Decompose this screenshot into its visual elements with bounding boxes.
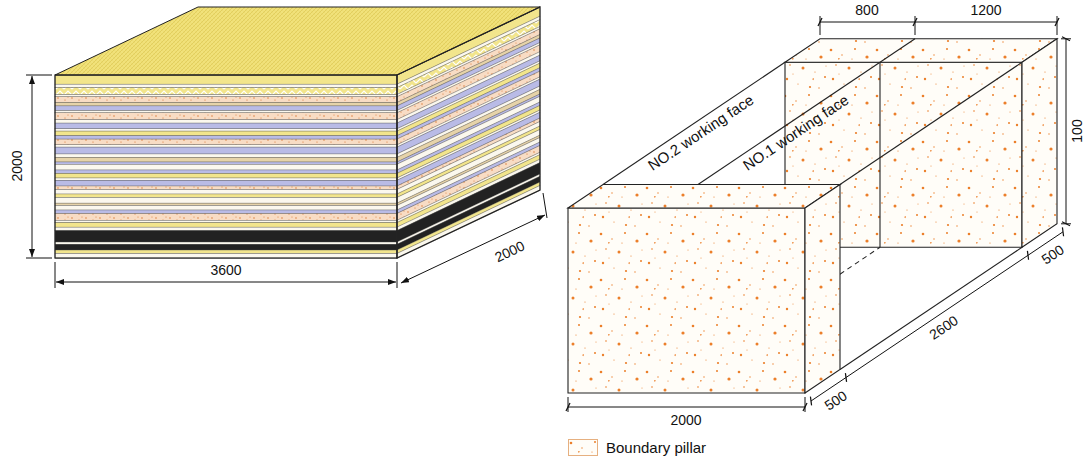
stratum-band: [55, 97, 397, 103]
dimension-label: 500: [822, 388, 850, 414]
stratum-band: [55, 154, 397, 158]
stratum-band: [55, 136, 397, 140]
working-face-label: NO.2 working face: [645, 92, 757, 175]
stratum-band: [55, 139, 397, 145]
stratum-band: [55, 210, 397, 214]
dimension-label: 2600: [927, 313, 961, 343]
stratum-band: [55, 173, 397, 178]
stratum-band: [55, 186, 397, 190]
stratum-band: [55, 250, 397, 254]
stratum-band: [55, 106, 397, 111]
block-front: [55, 75, 397, 258]
dimension-label: 500: [1039, 242, 1067, 268]
stratum-band: [55, 189, 397, 194]
stratum-band: [55, 147, 397, 154]
stratum-band: [55, 197, 397, 203]
stratum-band: [55, 231, 397, 243]
block-side: [397, 7, 540, 258]
stratum-band: [55, 157, 397, 162]
right-dimensions: [568, 16, 1071, 412]
stratum-band: [55, 180, 397, 186]
dimension-label: 800: [855, 3, 878, 18]
dimension-label: 3600: [210, 263, 241, 278]
dimension-label: 2000: [670, 413, 701, 428]
legend-entry: Boundary pillar: [568, 439, 706, 456]
stratum-band: [55, 131, 397, 136]
legend-swatch: [568, 439, 598, 456]
stratum-band: [55, 170, 397, 174]
front-pillar: [568, 185, 840, 394]
stratum-band: [55, 194, 397, 198]
stratum-band: [55, 88, 397, 95]
stratum-band: [55, 75, 397, 84]
dimension-label: 100: [1070, 119, 1085, 142]
stratum-band: [55, 244, 397, 250]
stratum-band: [55, 223, 397, 228]
stratum-band: [55, 123, 397, 129]
legend-text: Boundary pillar: [606, 439, 706, 456]
left-dimensions: [26, 75, 547, 288]
stratum-band: [55, 120, 397, 124]
dimension-label: 1200: [970, 3, 1001, 18]
stratum-band: [55, 84, 397, 88]
stratum-band: [55, 102, 397, 106]
stratum-band: [55, 205, 397, 210]
strata-layers: [55, 7, 540, 258]
working-face-label: NO.1 working face: [740, 92, 852, 175]
stratum-band: [55, 213, 397, 220]
stratum-band: [55, 164, 397, 170]
dimension-label: 2000: [10, 150, 25, 181]
dimension-label: 2000: [493, 238, 528, 265]
stratum-band: [55, 227, 397, 231]
stratum-band: [397, 163, 540, 243]
stratum-band: [55, 113, 397, 120]
